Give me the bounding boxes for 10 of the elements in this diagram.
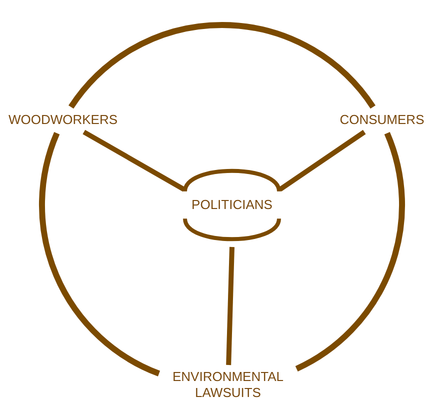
node-label: POLITICIANS xyxy=(192,197,272,213)
node-label: ENVIRONMENTAL LAWSUITS xyxy=(172,369,284,401)
connector-line xyxy=(82,130,186,192)
arc-connector xyxy=(39,132,160,376)
node-label: CONSUMERS xyxy=(340,112,424,128)
connector-line xyxy=(278,130,366,192)
arc-connector xyxy=(68,22,376,109)
connector-line xyxy=(226,246,234,366)
arc-connector xyxy=(295,132,405,372)
node-label: WOODWORKERS xyxy=(8,112,118,128)
